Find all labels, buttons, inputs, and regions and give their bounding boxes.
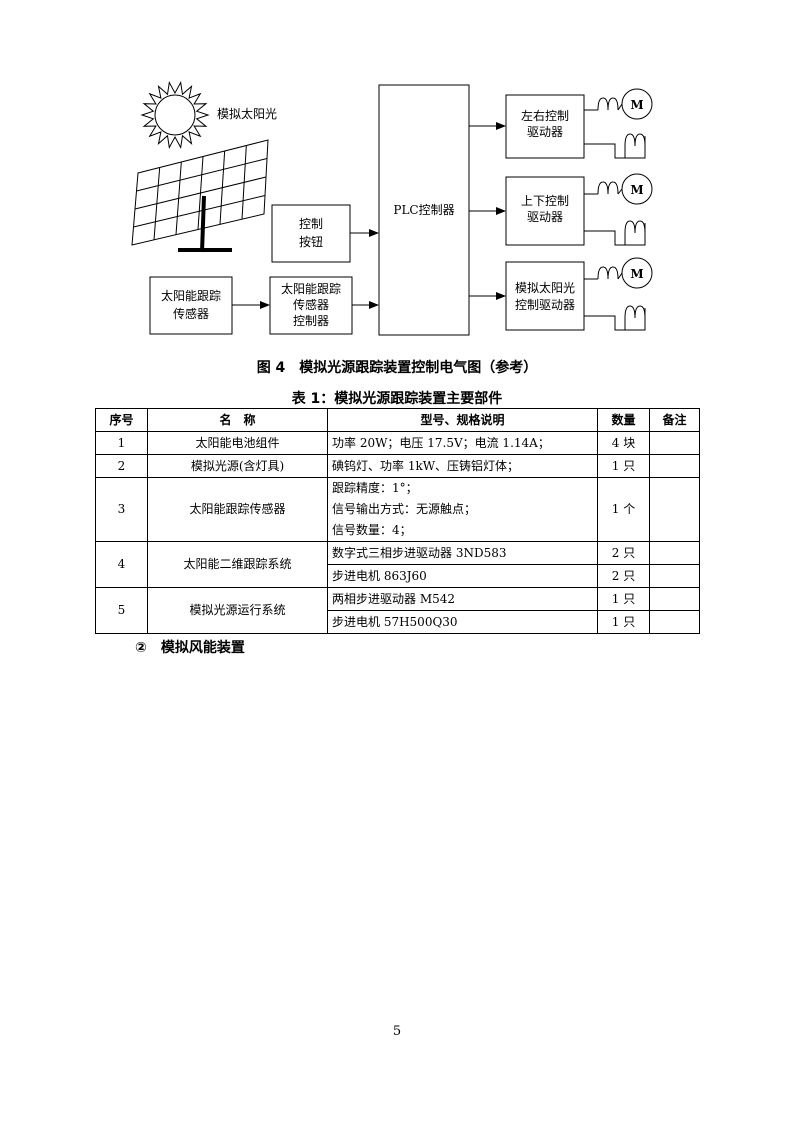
cell-note [649,541,700,565]
header-note: 备注 [649,408,700,432]
cell-note [649,477,700,542]
table-caption: 表 1：模拟光源跟踪装置主要部件 [291,391,503,407]
cell-spec: 两相步进驱动器 M542 [327,587,598,611]
spec-line: 信号输出方式：无源触点； [332,502,477,516]
cell-name: 模拟光源运行系统 [147,587,328,634]
cell-no: 3 [95,477,148,542]
spec-line: 信号数量：4； [332,523,412,537]
header-qty: 数量 [597,408,650,432]
cell-spec: 数字式三相步进驱动器 3ND583 [327,541,598,565]
control-button-label-2: 按钮 [299,234,323,249]
header-specs: 型号、规格说明 [327,408,598,432]
cell-note [649,431,700,455]
page-number: 5 [392,1024,402,1039]
motor-label: M [630,98,643,112]
table-row: 3 太阳能跟踪传感器 跟踪精度：1°； 信号输出方式：无源触点； 信号数量：4；… [95,477,700,542]
motor-label: M [630,267,643,281]
cell-no: 2 [95,454,148,478]
cell-spec: 功率 20W；电压 17.5V；电流 1.14A； [327,431,598,455]
sensor-controller-label-2: 传感器 [293,297,329,312]
solar-panel-icon [131,139,269,253]
cell-qty: 1 个 [597,477,650,542]
tracking-sensor-label-2: 传感器 [173,306,209,321]
control-electrical-diagram: 模拟太阳光 控制 按钮 太阳能跟踪 传感器 太阳能跟踪 传感器 控制器 PLC控… [131,80,653,336]
cell-qty: 1 只 [597,587,650,611]
table-row: 5 模拟光源运行系统 两相步进驱动器 M542 1 只 [95,587,700,634]
table-row: 2 模拟光源(含灯具) 碘钨灯、功率 1kW、压铸铝灯体； 1 只 [95,454,700,478]
figure-caption: 图 4 模拟光源跟踪装置控制电气图（参考） [256,360,538,376]
table-row: 1 太阳能电池组件 功率 20W；电压 17.5V；电流 1.14A； 4 块 [95,431,700,455]
section-heading: ② 模拟风能装置 [135,640,245,656]
sun-icon [140,80,210,150]
cell-spec: 跟踪精度：1°； 信号输出方式：无源触点； 信号数量：4； [327,477,598,542]
driver-lr-label-1: 左右控制 [521,108,569,123]
control-button-box [271,204,351,263]
driver-sun-label-1: 模拟太阳光 [515,280,575,295]
plc-label: PLC控制器 [393,203,454,217]
sun-label: 模拟太阳光 [217,106,277,121]
driver-ud-label-1: 上下控制 [521,194,569,208]
control-button-label-1: 控制 [299,217,323,231]
driver-sun-label-2: 控制驱动器 [515,298,575,312]
table-row: 步进电机 863J60 2 只 [96,564,700,588]
driver-lr-box [505,94,585,159]
driver-ud-label-2: 驱动器 [527,210,563,224]
driver-sun-box [505,261,585,331]
cell-note [649,587,700,611]
tracking-sensor-label-1: 太阳能跟踪 [161,288,221,303]
cell-spec: 碘钨灯、功率 1kW、压铸铝灯体； [327,454,598,478]
cell-note [649,454,700,478]
tracking-sensor-box [149,276,233,335]
header-name: 名 称 [147,408,328,432]
driver-ud-box [505,176,585,246]
cell-spec: 步进电机 57H500Q30 [327,610,598,634]
cell-note [649,610,700,634]
cell-no: 4 [95,541,148,588]
cell-note [649,564,700,588]
header-no: 序号 [95,408,148,432]
cell-name: 模拟光源(含灯具) [147,454,328,478]
parts-table: 序号 名 称 型号、规格说明 数量 备注 1 太阳能电池组件 功率 20W；电压… [95,408,700,634]
cell-name: 太阳能电池组件 [147,431,328,455]
motor-label: M [630,183,643,197]
cell-qty: 1 只 [597,454,650,478]
sensor-controller-label-3: 控制器 [293,314,329,328]
cell-name: 太阳能二维跟踪系统 [147,541,328,588]
table-row: 步进电机 57H500Q30 1 只 [96,610,700,634]
plc-box [378,84,470,336]
cell-qty: 4 块 [597,431,650,455]
driver-lr-label-2: 驱动器 [527,125,563,139]
cell-qty: 1 只 [597,610,650,634]
cell-no: 1 [95,431,148,455]
sensor-controller-label-1: 太阳能跟踪 [281,281,341,296]
cell-spec: 步进电机 863J60 [327,564,598,588]
cell-name: 太阳能跟踪传感器 [147,477,328,542]
cell-qty: 2 只 [597,541,650,565]
cell-qty: 2 只 [597,564,650,588]
cell-no: 5 [95,587,148,634]
table-header-row: 序号 名 称 型号、规格说明 数量 备注 [95,408,700,432]
table-row: 4 太阳能二维跟踪系统 数字式三相步进驱动器 3ND583 2 只 [95,541,700,588]
spec-line: 跟踪精度：1°； [332,481,418,495]
